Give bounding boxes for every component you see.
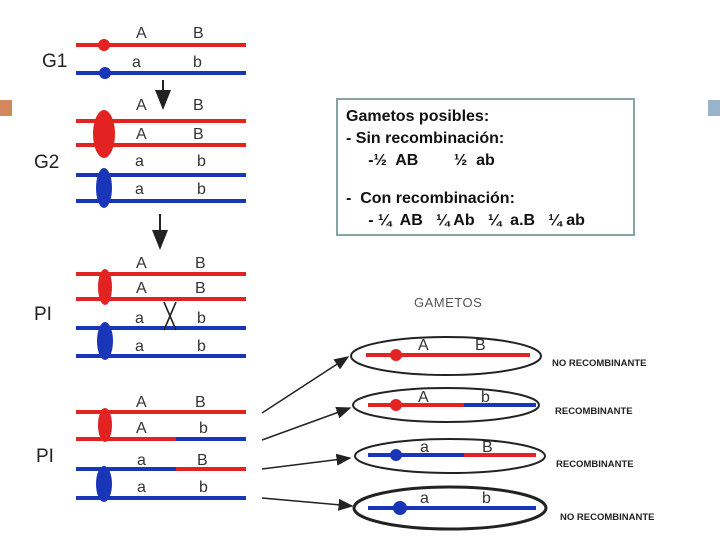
- crossover-x-icon: [163, 301, 177, 331]
- pi-bottom-chromosome-set: A B A b a B a b: [76, 394, 246, 502]
- gamete-label: NO RECOMBINANTE: [560, 512, 654, 523]
- allele-b: b: [482, 490, 491, 507]
- arrow-icon: [261, 453, 352, 470]
- allele-a: a: [135, 338, 144, 355]
- allele-B: B: [195, 280, 206, 297]
- corner-square-right: [708, 100, 720, 116]
- allele-A: A: [418, 337, 429, 354]
- allele-A: A: [136, 394, 147, 411]
- centromere-red: [390, 399, 402, 411]
- gametes-info-box: Gametos posibles: - Sin recombinación: -…: [336, 98, 635, 236]
- info-con-recombinacion-header: - Con recombinación:: [346, 190, 515, 207]
- allele-A: A: [136, 255, 147, 272]
- corner-square-left: [0, 100, 12, 116]
- allele-b: b: [193, 54, 202, 71]
- allele-a: a: [420, 439, 429, 456]
- centromere-blue: [96, 168, 112, 208]
- allele-a: a: [420, 490, 429, 507]
- allele-A: A: [136, 97, 147, 114]
- allele-A: A: [418, 389, 429, 406]
- allele-A: A: [136, 25, 147, 42]
- centromere-red: [98, 39, 110, 51]
- allele-b: b: [199, 420, 208, 437]
- pi-top-chromosome-set: A B A B a b a b: [76, 255, 246, 360]
- allele-a: a: [137, 452, 146, 469]
- gamete-oval: [352, 387, 540, 423]
- allele-b: b: [197, 310, 206, 327]
- allele-b: b: [197, 153, 206, 170]
- allele-b: b: [197, 181, 206, 198]
- centromere-blue: [390, 449, 402, 461]
- gamete-ab-nonrecombinant: A B NO RECOMBINANTE: [350, 336, 646, 376]
- centromere-red: [98, 269, 112, 305]
- centromere-red: [98, 408, 112, 442]
- stage-label-g2: G2: [34, 152, 59, 173]
- info-sin-recombinacion-header: - Sin recombinación:: [346, 130, 505, 147]
- allele-B: B: [482, 439, 493, 456]
- arrow-icon: [261, 497, 354, 511]
- allele-b: b: [481, 389, 490, 406]
- allele-B: B: [475, 337, 486, 354]
- allele-B: B: [197, 452, 208, 469]
- stage-label-pi-top: PI: [34, 304, 52, 325]
- allele-B: B: [193, 126, 204, 143]
- centromere-red: [390, 349, 402, 361]
- spacer: [346, 172, 633, 188]
- allele-a: a: [135, 153, 144, 170]
- gamete-label: RECOMBINANTE: [555, 406, 633, 417]
- info-title: Gametos posibles:: [346, 108, 490, 125]
- allele-B: B: [193, 97, 204, 114]
- gamete-label: NO RECOMBINANTE: [552, 358, 646, 369]
- centromere-blue: [96, 466, 112, 502]
- info-sin-recombinacion-values: -½ AB ½ ab: [346, 152, 495, 169]
- gamete-oval: [352, 485, 548, 531]
- allele-A: A: [136, 126, 147, 143]
- allele-A: A: [136, 420, 147, 437]
- info-con-recombinacion-values: - ¼ AB ¼ Ab ¼ a.B ¼ ab: [346, 212, 585, 229]
- arrow-icon: [261, 356, 350, 414]
- allele-b: b: [197, 338, 206, 355]
- centromere-blue: [99, 67, 111, 79]
- allele-b: b: [199, 479, 208, 496]
- gamete-oval: [350, 336, 542, 376]
- gamete-oval: [354, 438, 546, 474]
- allele-a: a: [137, 479, 146, 496]
- centromere-blue: [393, 501, 407, 515]
- allele-B: B: [195, 255, 206, 272]
- stage-label-pi-bottom: PI: [36, 446, 54, 467]
- allele-A: A: [136, 280, 147, 297]
- centromere-blue: [97, 322, 113, 360]
- allele-B: B: [195, 394, 206, 411]
- allele-B: B: [193, 25, 204, 42]
- gametes-title: GAMETOS: [414, 295, 482, 310]
- allele-a: a: [132, 54, 141, 71]
- gamete-Ab-recombinant: A b RECOMBINANTE: [352, 387, 633, 423]
- gamete-label: RECOMBINANTE: [556, 459, 634, 470]
- centromere-red: [93, 110, 115, 158]
- allele-a: a: [135, 310, 144, 327]
- gamete-aB-recombinant: a B RECOMBINANTE: [354, 438, 634, 474]
- gamete-ab-nonrecombinant: a b NO RECOMBINANTE: [352, 485, 654, 531]
- arrow-icon: [261, 406, 352, 441]
- allele-a: a: [135, 181, 144, 198]
- g1-chromosome-pair: A B a b: [76, 25, 246, 79]
- stage-label-g1: G1: [42, 51, 67, 72]
- g2-chromosome-set: A B A B a b a b: [76, 97, 246, 208]
